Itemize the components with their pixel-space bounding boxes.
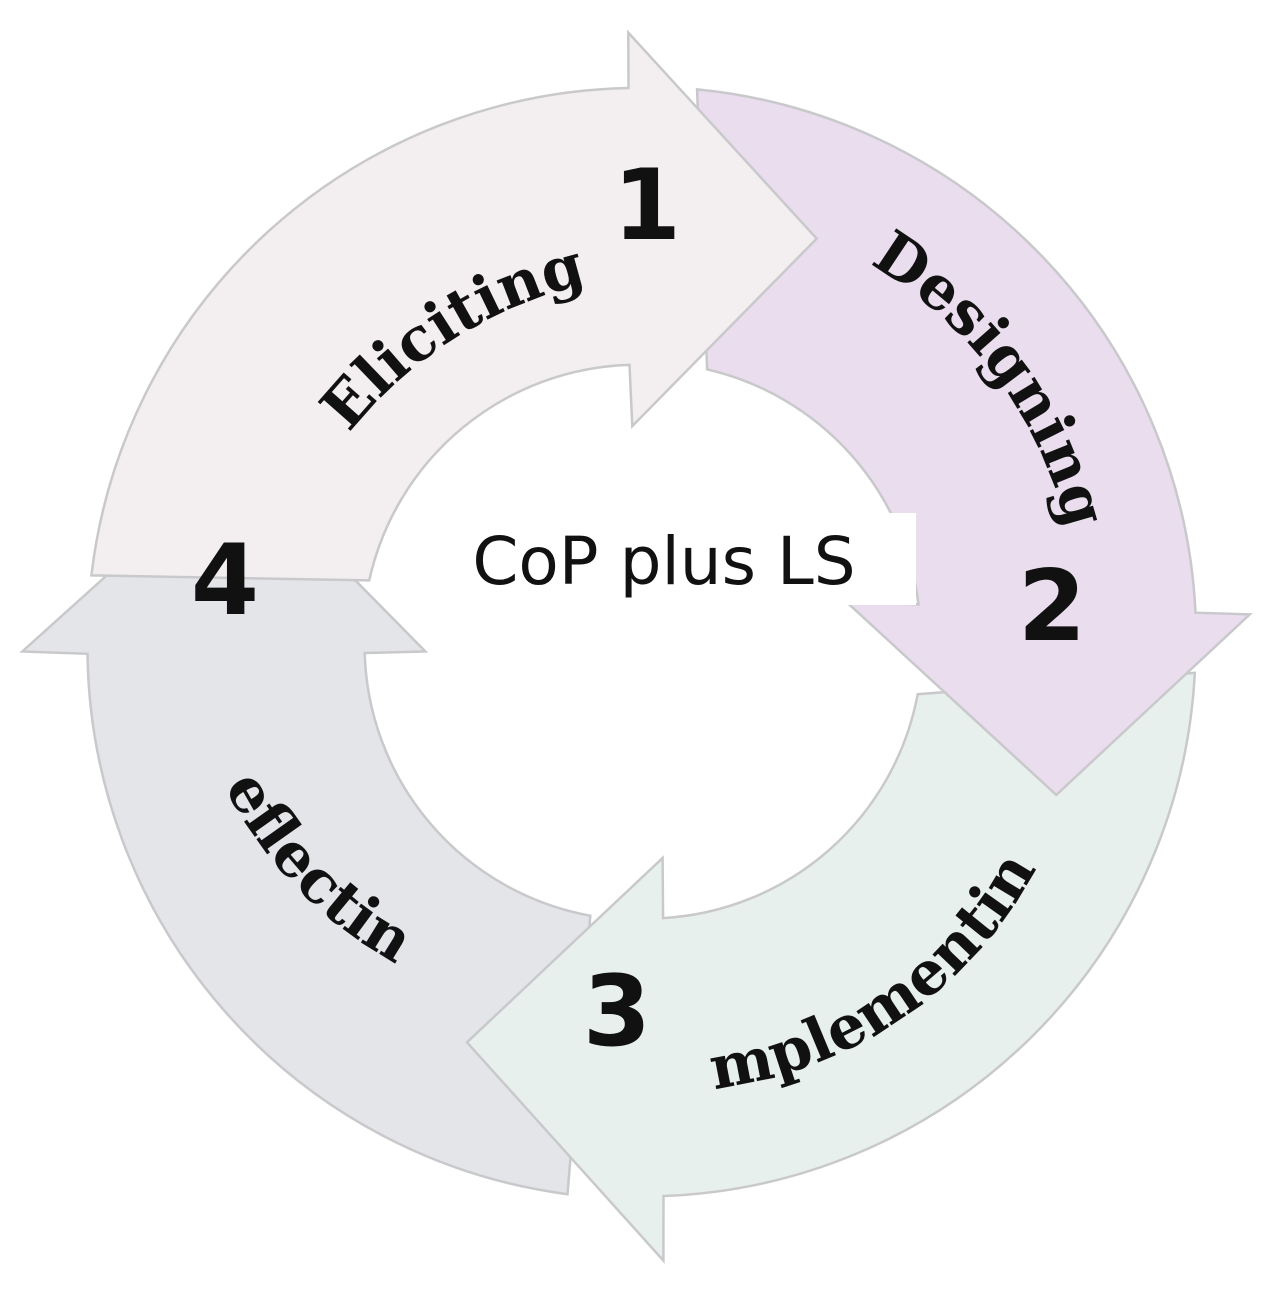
step-number-1: 1 (613, 149, 681, 263)
center-title-background (412, 513, 916, 605)
center-title: CoP plus LS (472, 523, 855, 600)
stage-3-arrow (465, 671, 1197, 1264)
step-number-2: 2 (1018, 550, 1086, 664)
stage-2-arrow (695, 88, 1253, 797)
stage-1-arrow (89, 29, 819, 582)
stage-4-arrow (19, 457, 592, 1196)
step-number-3: 3 (583, 955, 651, 1069)
step-number-4: 4 (191, 524, 259, 638)
